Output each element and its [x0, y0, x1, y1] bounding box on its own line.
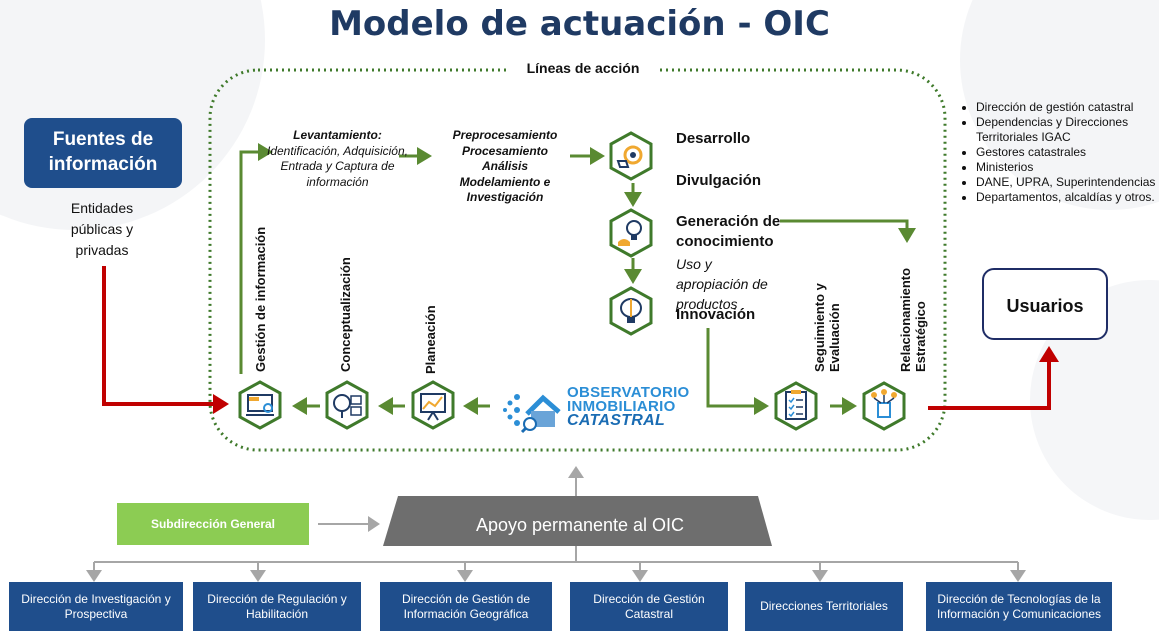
- usuarios-arrow: [928, 346, 1059, 410]
- fuentes-sub-label: Entidades públicas y privadas: [70, 200, 134, 258]
- logo-line3: CATASTRAL: [567, 412, 666, 429]
- direccion-regulacion-box: Dirección de Regulación y Habilitación: [193, 582, 361, 631]
- page-title: Modelo de actuación - OIC: [329, 4, 830, 44]
- users-list-item: Departamentos, alcaldías y otros.: [976, 190, 1158, 205]
- levantamiento-head: Levantamiento:: [293, 128, 382, 142]
- usuarios-box: Usuarios: [982, 268, 1108, 340]
- divulgacion-label: Divulgación: [676, 172, 762, 189]
- levantamiento-body: Identificación, Adquisición, Entrada y C…: [267, 143, 408, 189]
- direccion-tecnologias-box: Dirección de Tecnologías de la Informaci…: [926, 582, 1112, 631]
- planeacion-label: Planeación: [423, 305, 438, 374]
- apoyo-permanente-label: Apoyo permanente al OIC: [475, 515, 685, 535]
- desarrollo-gear-icon: [609, 131, 653, 181]
- innovacion-label: Innovación: [676, 306, 756, 323]
- direccion-informacion-geografica-box: Dirección de Gestión de Información Geog…: [380, 582, 552, 631]
- generacion-label: Generación de conocimiento: [676, 213, 781, 250]
- logo-line1: OBSERVATORIO: [567, 384, 690, 401]
- innovacion-brain-icon: [609, 286, 653, 336]
- levantamiento-text: Levantamiento: Identificación, Adquisici…: [260, 128, 415, 190]
- direcciones-territoriales-box: Direcciones Territoriales: [745, 582, 903, 631]
- direccion-gestion-catastral-box: Dirección de Gestión Catastral: [570, 582, 728, 631]
- apoyo-trapezoid: [383, 496, 772, 546]
- gestion-to-levantamiento-arrow: [239, 143, 273, 374]
- users-list-item: Ministerios: [976, 160, 1158, 175]
- gestion-label: Gestión de información: [253, 226, 268, 372]
- conceptualizacion-icon: [325, 380, 369, 430]
- uso-label: Uso y apropiación de productos: [676, 256, 768, 312]
- fuentes-arrow: [102, 266, 229, 414]
- users-list-item: DANE, UPRA, Superintendencias: [976, 175, 1158, 190]
- relacionamiento-label: Relacionamiento Estratégico: [898, 267, 928, 372]
- desarrollo-label: Desarrollo: [676, 130, 751, 147]
- conocimiento-bulb-icon: [609, 208, 653, 258]
- logo-line2: INMOBILIARIO: [567, 398, 676, 415]
- preprocesamiento-text: Preprocesamiento Procesamiento Análisis …: [452, 128, 558, 204]
- gestion-informacion-icon: [238, 380, 282, 430]
- users-list-item: Dirección de gestión catastral: [976, 100, 1158, 115]
- planeacion-icon: [411, 380, 455, 430]
- innovacion-to-seguimiento-arrow: [706, 328, 769, 415]
- conceptualizacion-label: Conceptualización: [338, 257, 353, 372]
- seguimiento-label: Seguimiento y Evaluación: [812, 283, 842, 372]
- fuentes-box: Fuentes de información: [24, 118, 182, 188]
- seguimiento-checklist-icon: [774, 381, 818, 431]
- oic-logo: OBSERVATORIO INMOBILIARIO CATASTRAL: [497, 384, 690, 434]
- oic-logo-icon: [503, 394, 561, 434]
- direccion-investigacion-box: Dirección de Investigación y Prospectiva: [9, 582, 183, 631]
- users-list: Dirección de gestión catastral Dependenc…: [958, 100, 1158, 205]
- subdireccion-general-box: Subdirección General: [117, 503, 309, 545]
- users-list-item: Gestores catastrales: [976, 145, 1158, 160]
- generacion-to-relacionamiento-arrow: [780, 219, 916, 243]
- lineas-accion-label: Líneas de acción: [508, 60, 658, 76]
- relacionamiento-network-icon: [862, 381, 906, 431]
- users-list-item: Dependencias y Direcciones Territoriales…: [976, 115, 1158, 145]
